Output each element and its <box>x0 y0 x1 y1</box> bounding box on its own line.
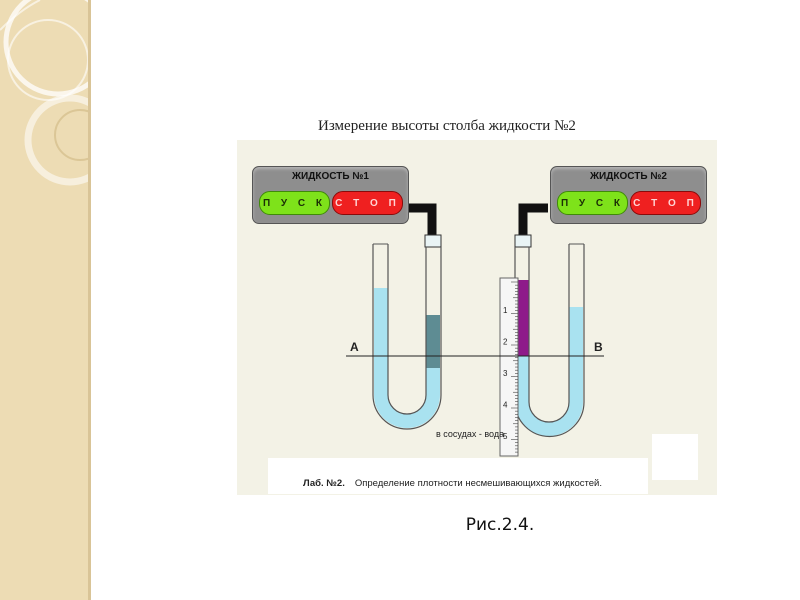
liquid1-stop-button[interactable]: С Т О П <box>332 191 403 215</box>
left-hose <box>405 203 437 236</box>
ruler: 1 2 3 4 5 <box>499 277 519 457</box>
right-connector <box>514 234 532 248</box>
ruler-mark-label: 5 <box>503 432 508 441</box>
liquid2-stop-button[interactable]: С Т О П <box>630 191 701 215</box>
decorative-side-panel <box>0 0 91 600</box>
ruler-mark-label: 3 <box>503 369 508 378</box>
point-b-label: B <box>594 340 603 354</box>
lab-footer: Лаб. №2. Определение плотности несмешиваю… <box>268 458 648 494</box>
left-u-tube <box>372 243 442 430</box>
slide-title: Измерение высоты столба жидкости №2 <box>318 118 576 134</box>
liquid2-start-button[interactable]: П У С К <box>557 191 628 215</box>
liquid1-start-button[interactable]: П У С К <box>259 191 330 215</box>
liquid2-title: ЖИДКОСТЬ №2 <box>590 171 667 182</box>
right-u-tube <box>514 243 585 438</box>
liquid1-title: ЖИДКОСТЬ №1 <box>292 171 369 182</box>
figure-caption: Рис.2.4. <box>465 515 535 535</box>
vessel-note: в сосудах - вода <box>436 429 504 439</box>
lab-footer-text: Лаб. №2. Определение плотности несмешиваю… <box>303 478 602 489</box>
point-a-label: A <box>350 340 359 354</box>
left-connector <box>424 234 442 248</box>
ruler-mark-label: 4 <box>503 401 508 410</box>
right-hose <box>518 203 548 236</box>
left-tube-water <box>374 288 440 428</box>
ruler-mark-label: 2 <box>503 338 508 347</box>
footer-right-box <box>652 434 698 480</box>
liquid2-control-panel: ЖИДКОСТЬ №2 П У С К С Т О П <box>550 166 707 224</box>
left-tube-liquid1 <box>426 315 440 368</box>
decorative-circles <box>0 0 88 186</box>
liquid1-control-panel: ЖИДКОСТЬ №1 П У С К С Т О П <box>252 166 409 224</box>
ruler-mark-label: 1 <box>503 306 508 315</box>
lab-title: Определение плотности несмешивающихся жи… <box>354 478 603 489</box>
lab-number: Лаб. №2. <box>303 478 345 489</box>
